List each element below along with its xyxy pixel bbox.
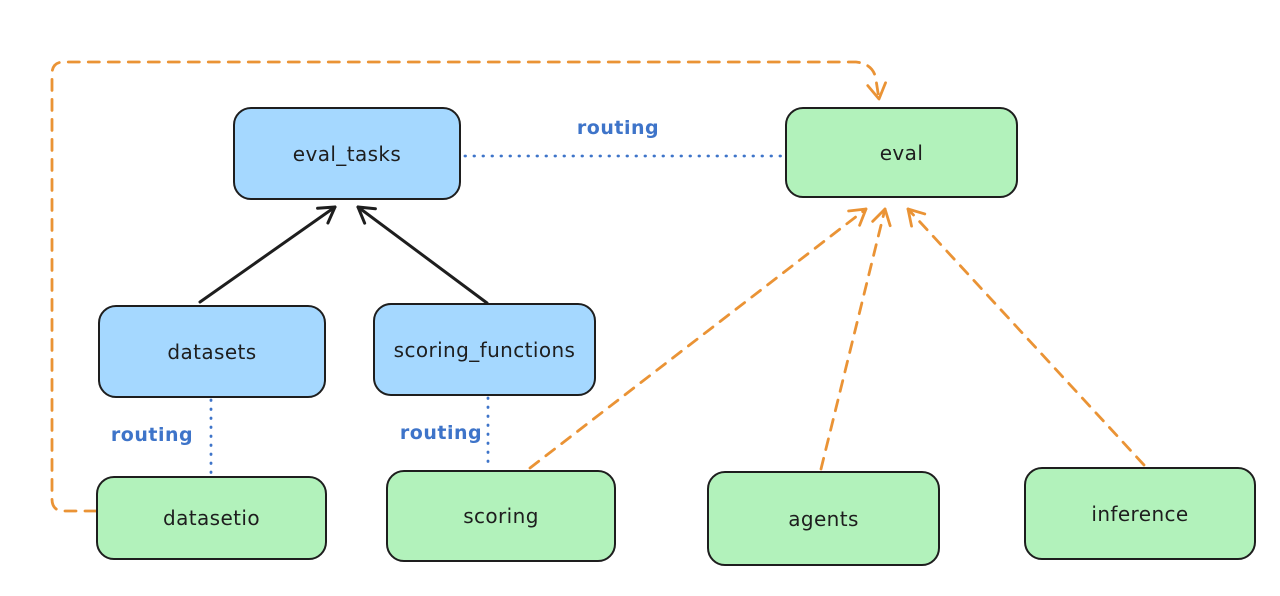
node-datasetio-label: datasetio — [162, 506, 260, 530]
edge-scoring-to-eval — [528, 207, 868, 470]
routing-label-datasets-datasetio: routing — [110, 424, 194, 446]
node-scoring-label: scoring — [463, 504, 539, 528]
node-eval-tasks: eval_tasks — [233, 107, 461, 200]
edge-agents-to-eval — [819, 207, 892, 471]
node-datasetio: datasetio — [96, 476, 327, 560]
node-inference: inference — [1024, 467, 1256, 560]
edge-datasets-to-eval_tasks — [198, 205, 337, 304]
node-eval-label: eval — [879, 140, 924, 165]
node-datasets-label: datasets — [167, 339, 257, 364]
node-datasets: datasets — [98, 305, 326, 398]
edge-scoring_functions-to-eval_tasks — [356, 205, 489, 305]
node-scoring-functions: scoring_functions — [373, 303, 596, 396]
node-eval-tasks-label: eval_tasks — [292, 141, 402, 166]
routing-label-scoring-functions-scoring: routing — [399, 422, 483, 444]
node-scoring-functions-label: scoring_functions — [393, 337, 576, 362]
node-agents: agents — [707, 471, 940, 566]
node-scoring: scoring — [386, 470, 616, 562]
edge-inference-to-eval — [906, 207, 1146, 467]
node-eval: eval — [785, 107, 1018, 198]
routing-label-eval-tasks-eval: routing — [576, 117, 660, 139]
node-inference-label: inference — [1091, 501, 1189, 526]
node-agents-label: agents — [788, 506, 859, 531]
edge-datasetio-to-eval — [50, 60, 887, 513]
